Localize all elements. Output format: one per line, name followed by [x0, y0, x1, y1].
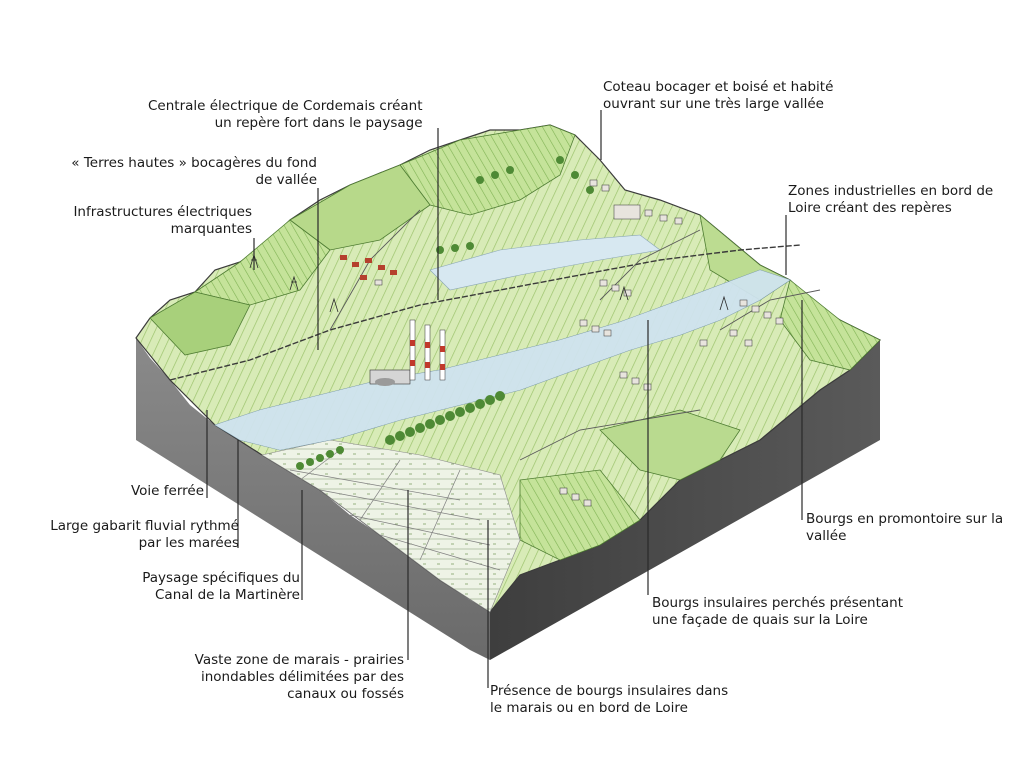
label-bourgs-promontoire: Bourgs en promontoire sur la vallée: [806, 511, 1003, 545]
label-infrastructures: Infrastructures électriques marquantes: [73, 204, 252, 238]
block-left-side: [136, 338, 490, 660]
label-line: vallée: [806, 528, 847, 544]
power-plant-cordemais: [369, 319, 446, 386]
village-insular: [559, 319, 652, 507]
label-line: Zones industrielles en bord de: [788, 183, 994, 199]
label-voie-ferree: Voie ferrée: [131, 483, 204, 500]
label-gabarit: Large gabarit fluvial rythmé par les mar…: [50, 518, 239, 552]
label-centrale: Centrale électrique de Cordemais créant …: [148, 98, 423, 132]
label-line: Centrale électrique de Cordemais créant: [148, 98, 423, 114]
marsh-canals: [289, 449, 501, 571]
label-line: Présence de bourgs insulaires dans: [490, 683, 729, 699]
label-bourgs-insulaires-perches: Bourgs insulaires perchés présentant une…: [652, 595, 903, 629]
label-line: un repère fort dans le paysage: [214, 115, 423, 131]
label-bourgs-marais: Présence de bourgs insulaires dans le ma…: [490, 683, 728, 717]
label-line: Bourgs en promontoire sur la: [806, 511, 1004, 527]
village-promontory: [699, 299, 784, 347]
label-line: Coteau bocager et boisé et habité: [603, 79, 834, 95]
block-right-side: [490, 340, 880, 660]
label-line: inondables délimitées par des: [200, 669, 404, 685]
village-upper-right: [589, 179, 683, 297]
label-line: de vallée: [255, 172, 317, 188]
hill-patches: [149, 124, 881, 561]
label-canal: Paysage spécifiques du Canal de la Marti…: [142, 570, 300, 604]
label-line: le marais ou en bord de Loire: [490, 700, 688, 716]
label-line: une façade de quais sur la Loire: [652, 612, 868, 628]
electric-pylons: [249, 253, 729, 313]
label-line: Voie ferrée: [130, 483, 204, 499]
label-line: Bourgs insulaires perchés présentant: [652, 595, 904, 611]
label-line: par les marées: [138, 535, 239, 551]
river-fill: [215, 270, 790, 450]
label-line: marquantes: [170, 221, 252, 237]
label-line: Vaste zone de marais - prairies: [194, 652, 404, 668]
label-line: Infrastructures électriques: [73, 204, 252, 220]
label-line: Paysage spécifiques du: [142, 570, 300, 586]
label-terres-hautes: « Terres hautes » bocagères du fond de v…: [71, 155, 317, 189]
label-marais: Vaste zone de marais - prairies inondabl…: [195, 652, 404, 703]
marsh-zone: [261, 439, 521, 613]
label-line: ouvrant sur une très large vallée: [603, 96, 824, 112]
tree-rows: [296, 156, 594, 470]
label-line: Loire créant des repères: [788, 200, 952, 216]
label-line: « Terres hautes » bocagères du fond: [71, 155, 317, 171]
leader-lines: [206, 110, 803, 688]
label-line: Large gabarit fluvial rythmé: [50, 518, 239, 534]
label-line: canaux ou fossés: [287, 686, 404, 702]
label-coteau: Coteau bocager et boisé et habité ouvran…: [603, 79, 833, 113]
label-line: Canal de la Martinère: [155, 587, 300, 603]
label-zones-industrielles: Zones industrielles en bord de Loire cré…: [788, 183, 993, 217]
village-cordemais: [340, 255, 397, 286]
